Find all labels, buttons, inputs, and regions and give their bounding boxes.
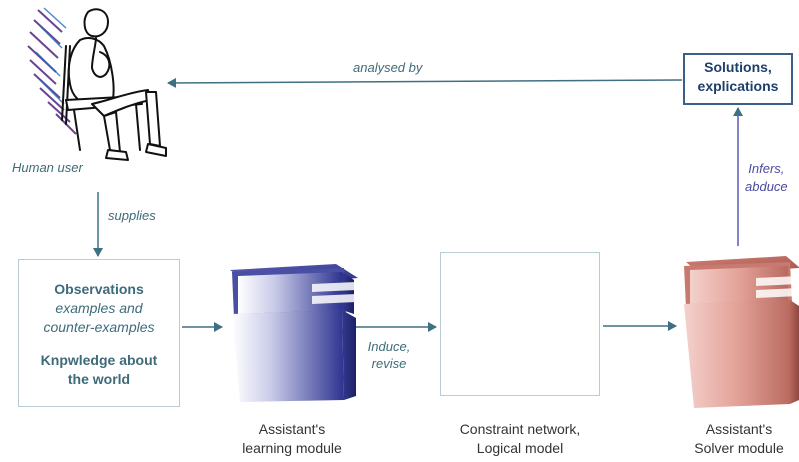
supplies-label: supplies <box>108 208 156 223</box>
solver-caption-line2: Solver module <box>694 440 784 456</box>
solutions-line2: explications <box>697 78 779 94</box>
observations-content: Observations examples and counter-exampl… <box>18 280 180 389</box>
observations-box <box>18 259 180 407</box>
observations-examples-line2: counter-examples <box>43 319 155 335</box>
solver-module-cube <box>684 256 799 408</box>
learning-module-cube <box>230 264 358 402</box>
learning-caption-line2: learning module <box>242 440 342 456</box>
infers-line2: abduce <box>745 179 788 194</box>
arrows <box>93 77 683 332</box>
solutions-line1: Solutions, <box>704 59 772 75</box>
induce-label: Induce, revise <box>362 338 416 372</box>
observations-title: Observations <box>54 281 144 297</box>
analysed-by-label: analysed by <box>353 60 423 75</box>
constraint-network-caption: Constraint network, Logical model <box>440 420 600 458</box>
human-user-icon <box>27 7 167 161</box>
knowledge-line1: Knpwledge about <box>40 352 158 368</box>
infers-label: Infers, abduce <box>745 160 788 196</box>
solver-module-caption: Assistant's Solver module <box>679 420 799 458</box>
constraint-network-box <box>440 252 600 396</box>
solver-caption-line1: Assistant's <box>705 421 773 437</box>
solutions-text: Solutions, explications <box>683 58 793 96</box>
learning-caption-line1: Assistant's <box>258 421 326 437</box>
knowledge-line2: the world <box>67 371 131 387</box>
observations-examples-line1: examples and <box>55 300 143 316</box>
network-caption-line2: Logical model <box>476 440 564 456</box>
infers-line1: Infers, <box>748 161 785 176</box>
human-user-label: Human user <box>12 160 83 175</box>
learning-module-caption: Assistant's learning module <box>222 420 362 458</box>
network-caption-line1: Constraint network, <box>459 421 581 437</box>
induce-line2: revise <box>371 356 407 371</box>
induce-line1: Induce, <box>367 339 411 354</box>
analysed-by-arrow <box>167 77 683 88</box>
solutions-box <box>683 53 793 105</box>
